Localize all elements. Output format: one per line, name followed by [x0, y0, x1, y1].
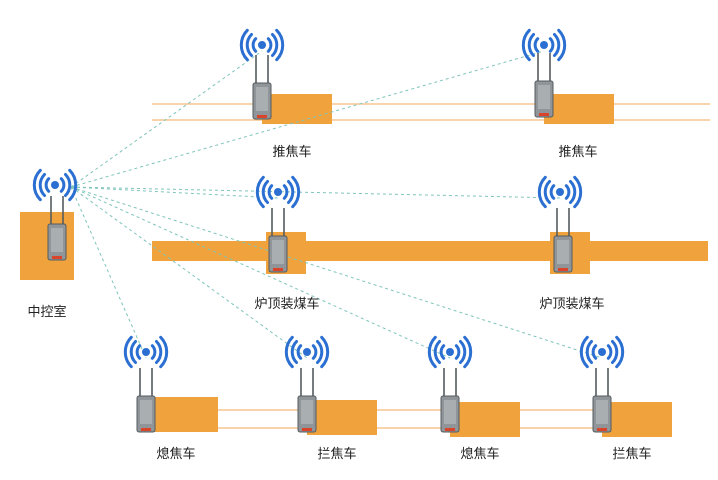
- guide-car-1-cart-block: [307, 400, 377, 435]
- link-quench-car-1: [70, 186, 147, 359]
- guide-car-2-wireless-bridge-icon: [592, 368, 612, 433]
- quench-car-1-cart-block: [146, 397, 218, 432]
- quench-car-2-wifi-signal-icon: [427, 335, 473, 369]
- nodes-layer: [32, 28, 625, 433]
- quench-car-1-label: 熄焦车: [156, 447, 196, 462]
- guide-car-2-label: 拦焦车: [612, 447, 652, 462]
- rails-layer: [20, 94, 710, 437]
- charging-car-2-label: 炉顶装煤车: [539, 297, 605, 312]
- link-guide-car-2: [70, 186, 603, 359]
- pusher-car-1-cart-block: [262, 94, 332, 124]
- quench-car-2-cart-block: [450, 402, 520, 437]
- link-pusher-car-2: [70, 50, 545, 188]
- quench-car-1-wireless-bridge-icon: [136, 368, 156, 433]
- link-charging-car-1: [70, 186, 279, 199]
- pusher-car-2-cart-block: [544, 94, 614, 124]
- charging-car-1-wireless-bridge-icon: [268, 208, 288, 273]
- link-quench-car-2: [70, 186, 451, 359]
- charging-car-2-wifi-signal-icon: [537, 175, 583, 209]
- pusher-car-1-wireless-bridge-icon: [252, 55, 272, 120]
- quench-car-2-wireless-bridge-icon: [440, 368, 460, 433]
- link-charging-car-2: [70, 186, 561, 199]
- guide-car-2-cart-block: [602, 402, 672, 437]
- control-room-wireless-bridge-icon: [47, 196, 67, 261]
- quench-car-1-wifi-signal-icon: [123, 335, 169, 369]
- pusher-car-2-wireless-bridge-icon: [534, 53, 554, 118]
- pusher-car-2-label: 推焦车: [558, 145, 598, 160]
- link-guide-car-1: [70, 186, 308, 359]
- quench-car-2-label: 熄焦车: [460, 447, 500, 462]
- links-layer: [70, 50, 603, 359]
- guide-car-2-wifi-signal-icon: [579, 335, 625, 369]
- pusher-car-1-wifi-signal-icon: [239, 28, 285, 62]
- control-room-wifi-signal-icon: [32, 168, 78, 202]
- control-room-label: 中控室: [27, 305, 67, 320]
- guide-car-1-wireless-bridge-icon: [297, 368, 317, 433]
- pusher-car-1-label: 推焦车: [272, 145, 312, 160]
- charging-car-2-wireless-bridge-icon: [553, 208, 573, 273]
- pusher-car-2-wifi-signal-icon: [521, 28, 567, 62]
- guide-car-1-wifi-signal-icon: [284, 335, 330, 369]
- guide-car-1-label: 拦焦车: [317, 447, 357, 462]
- charging-car-1-wifi-signal-icon: [255, 175, 301, 209]
- charging-car-1-label: 炉顶装煤车: [254, 297, 320, 312]
- charging-track: [152, 241, 708, 261]
- link-pusher-car-1: [70, 50, 263, 188]
